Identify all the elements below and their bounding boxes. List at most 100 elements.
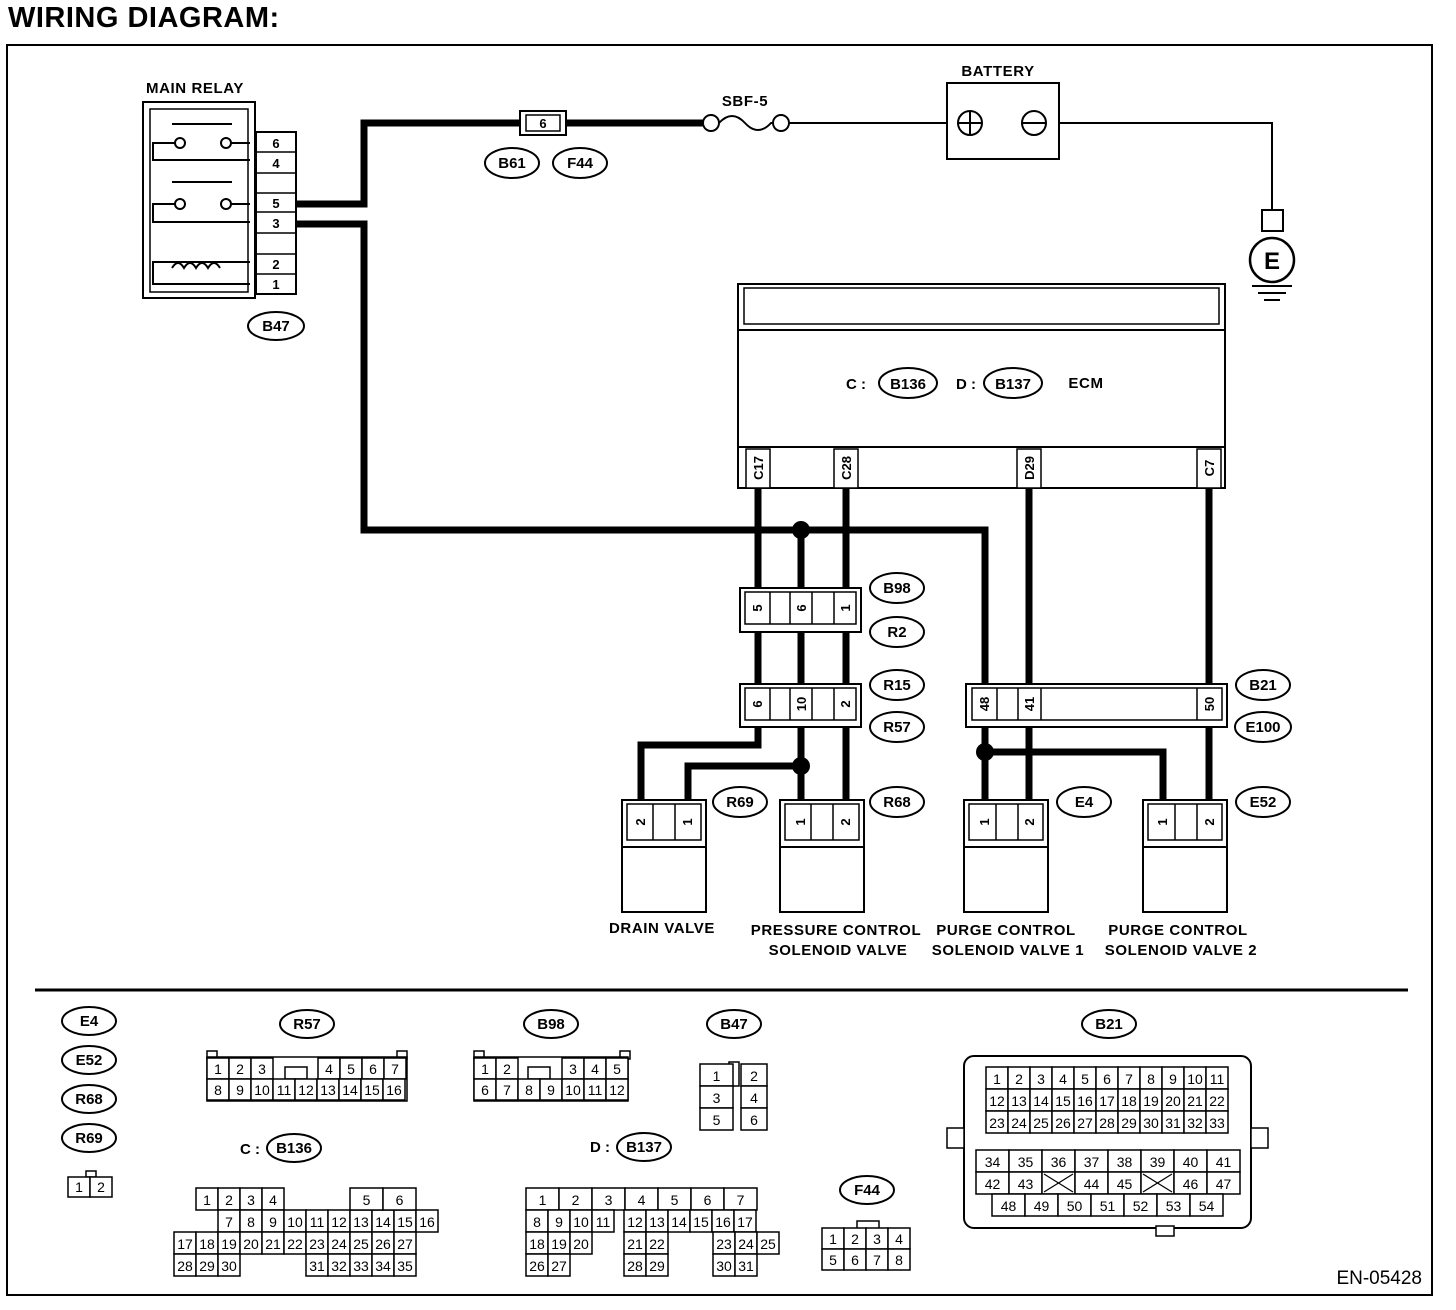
- legend-pin: 5: [613, 1061, 621, 1077]
- svg-text:R57: R57: [293, 1016, 321, 1033]
- ecm-pin: C17: [751, 456, 766, 480]
- connector-e52: E52: [1250, 794, 1277, 811]
- legend-pin: 3: [713, 1090, 721, 1106]
- connector-b61: B61: [498, 155, 526, 172]
- legend-pin: 12: [298, 1082, 314, 1098]
- legend-pin: 4: [591, 1061, 599, 1077]
- legend-pin: 1: [539, 1192, 547, 1208]
- purge1-pin: 2: [1022, 818, 1037, 825]
- connector-r57: R57: [883, 719, 911, 736]
- legend-connector-f44-face: F44: [839, 1175, 895, 1205]
- connector-e4: E4: [1075, 794, 1094, 811]
- connector-b98-r2: 5 6 1 B98 R2: [739, 572, 925, 648]
- pcsv-pin: 1: [793, 818, 808, 825]
- legend-pin: 5: [1081, 1071, 1089, 1087]
- legend-pin: 23: [716, 1236, 732, 1252]
- b21-pin: 50: [1202, 697, 1217, 711]
- legend-pin: 21: [1187, 1093, 1203, 1109]
- legend-pin: 6: [704, 1192, 712, 1208]
- purge1-label-line2: SOLENOID VALVE 1: [932, 942, 1084, 959]
- legend-pin: 30: [221, 1258, 237, 1274]
- legend-pin: 2: [1015, 1071, 1023, 1087]
- connector-b98: B98: [883, 580, 911, 597]
- legend-pin: 6: [851, 1252, 859, 1268]
- legend-b137-prefix: D :: [590, 1139, 610, 1156]
- legend-pin: 16: [419, 1214, 435, 1230]
- drain-pin: 2: [633, 818, 648, 825]
- legend-pin: 22: [1209, 1093, 1225, 1109]
- legend-pin: 10: [565, 1082, 581, 1098]
- legend-pin: 13: [320, 1082, 336, 1098]
- legend-connector-b137: B137: [616, 1132, 672, 1162]
- battery-label: BATTERY: [961, 63, 1034, 80]
- legend-connector-e4: E4: [61, 1006, 117, 1036]
- legend-pin: 22: [287, 1236, 303, 1252]
- legend-pin: 5: [347, 1061, 355, 1077]
- legend-pin: 25: [760, 1236, 776, 1252]
- legend-connector-b136: B136: [266, 1133, 322, 1163]
- drain-valve: 2 1 R69 DRAIN VALVE: [609, 786, 768, 937]
- legend-pin: 21: [265, 1236, 281, 1252]
- legend-pin: 42: [985, 1176, 1001, 1192]
- legend-pin: 13: [649, 1214, 665, 1230]
- legend-pin: 15: [1055, 1093, 1071, 1109]
- legend-pin: 47: [1216, 1176, 1232, 1192]
- legend-pin: 19: [551, 1236, 567, 1252]
- legend-pin: 33: [1209, 1115, 1225, 1131]
- fuse-pin: 6: [539, 116, 546, 131]
- connector-r2: R2: [887, 624, 906, 641]
- legend-pin: 41: [1216, 1154, 1232, 1170]
- pcsv-label-line2: SOLENOID VALVE: [769, 942, 908, 959]
- legend-pin: 8: [247, 1214, 255, 1230]
- purge1-label-line1: PURGE CONTROL: [936, 922, 1075, 939]
- legend-pin: 12: [989, 1093, 1005, 1109]
- legend-pin: 28: [177, 1258, 193, 1274]
- main-relay-label: MAIN RELAY: [146, 80, 244, 97]
- legend-pin: 16: [386, 1082, 402, 1098]
- legend-pin: 2: [851, 1231, 859, 1247]
- legend-pin: 45: [1117, 1176, 1133, 1192]
- legend-pin: 15: [397, 1214, 413, 1230]
- b98-pin: 1: [838, 604, 853, 611]
- connector-r69: R69: [726, 794, 754, 811]
- ecm-pin: C7: [1202, 460, 1217, 477]
- legend-pin: 5: [671, 1192, 679, 1208]
- legend-pin: 5: [829, 1252, 837, 1268]
- diagram-frame: [6, 44, 1433, 1296]
- legend-pin: 54: [1199, 1198, 1215, 1214]
- purge2-label-line2: SOLENOID VALVE 2: [1105, 942, 1257, 959]
- legend-pin: 10: [287, 1214, 303, 1230]
- legend-pin: 33: [353, 1258, 369, 1274]
- legend-pin: 8: [525, 1082, 533, 1098]
- legend-connector-r68: R68: [61, 1084, 117, 1114]
- ecm-c-prefix: C :: [846, 376, 866, 393]
- legend-pin: 13: [1011, 1093, 1027, 1109]
- pcsv-pin: 2: [838, 818, 853, 825]
- legend-pin: 17: [737, 1214, 753, 1230]
- svg-text:F44: F44: [854, 1182, 881, 1199]
- legend-pin: 11: [596, 1214, 611, 1230]
- legend-pin: 14: [1033, 1093, 1049, 1109]
- legend-b136-prefix: C :: [240, 1141, 260, 1158]
- legend-pin: 21: [627, 1236, 643, 1252]
- legend-pin: 10: [573, 1214, 589, 1230]
- legend-pin: 9: [269, 1214, 277, 1230]
- page-title: WIRING DIAGRAM:: [8, 2, 280, 34]
- connector-r68: R68: [883, 794, 911, 811]
- svg-text:B98: B98: [537, 1016, 565, 1033]
- legend-pin: 43: [1018, 1176, 1034, 1192]
- legend-pin: 1: [829, 1231, 837, 1247]
- connector-b137: B137: [995, 376, 1031, 393]
- legend-pin: 7: [225, 1214, 233, 1230]
- legend-pin: 29: [649, 1258, 665, 1274]
- legend-pin: 40: [1183, 1154, 1199, 1170]
- r15-pin: 2: [838, 700, 853, 707]
- relay-pin: 3: [272, 216, 279, 231]
- drain-valve-label: DRAIN VALVE: [609, 920, 715, 937]
- legend-pin: 7: [391, 1061, 399, 1077]
- svg-text:B21: B21: [1095, 1016, 1123, 1033]
- legend-pin: 20: [573, 1236, 589, 1252]
- legend-pin: 37: [1084, 1154, 1100, 1170]
- legend-pin: 22: [649, 1236, 665, 1252]
